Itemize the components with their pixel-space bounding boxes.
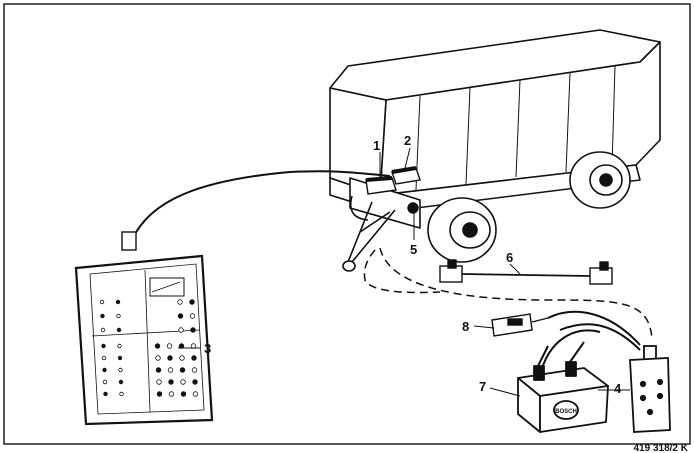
adapter-box xyxy=(629,345,671,433)
battery-leads xyxy=(539,310,641,377)
callout-3: 3 xyxy=(204,341,211,356)
tester-socket xyxy=(103,391,108,397)
tester-socket xyxy=(154,343,161,349)
tester-socket xyxy=(180,379,186,385)
connector-cable xyxy=(439,259,613,285)
tester-socket xyxy=(189,313,196,319)
tester-socket xyxy=(191,367,198,373)
callout-7: 7 xyxy=(479,379,486,394)
tester-socket xyxy=(119,391,124,397)
tester-socket xyxy=(156,391,163,397)
battery xyxy=(517,341,609,433)
tester-socket xyxy=(191,355,197,361)
tester-socket xyxy=(168,391,175,397)
dashed-harness xyxy=(379,247,653,341)
callout-6: 6 xyxy=(506,250,513,265)
tester-socket xyxy=(190,327,196,333)
tester-socket xyxy=(177,299,183,305)
tester-socket xyxy=(179,367,186,373)
tester-socket xyxy=(155,355,161,361)
tester-socket xyxy=(156,379,162,385)
tester-socket xyxy=(116,313,121,319)
tester-socket xyxy=(177,313,184,319)
tester-socket xyxy=(167,355,173,361)
tester-socket xyxy=(118,367,123,373)
tester-socket xyxy=(192,379,198,385)
tester-socket xyxy=(118,379,124,385)
tester-socket xyxy=(117,355,123,361)
leader-lines xyxy=(178,147,630,397)
figure-border xyxy=(3,3,691,445)
tester-socket xyxy=(178,327,184,333)
tester-socket xyxy=(179,355,185,361)
tester-socket xyxy=(180,391,187,397)
tester-socket xyxy=(100,327,106,333)
callout-5: 5 xyxy=(410,242,417,257)
tester-socket xyxy=(117,343,122,349)
test-probe xyxy=(491,313,549,337)
tester-socket xyxy=(99,299,105,305)
tester-socket xyxy=(189,299,195,305)
tester-socket xyxy=(102,379,108,385)
tester-cable xyxy=(131,170,391,241)
tester-socket xyxy=(100,313,105,319)
tester-socket xyxy=(155,367,162,373)
figure-number: 419 318/2 K xyxy=(634,443,689,453)
tester-socket xyxy=(168,379,174,385)
callout-2: 2 xyxy=(404,133,411,148)
callout-8: 8 xyxy=(462,319,469,334)
tester-socket xyxy=(192,391,199,397)
tester-socket xyxy=(167,367,174,373)
battery-brand-label: BOSCH xyxy=(555,409,577,415)
tester-socket xyxy=(102,367,107,373)
callout-4: 4 xyxy=(614,381,622,396)
callout-1: 1 xyxy=(373,138,380,153)
tester-socket xyxy=(101,343,106,349)
tester-socket xyxy=(101,355,107,361)
tester-socket xyxy=(115,299,121,305)
tester-socket xyxy=(116,327,122,333)
tester-socket xyxy=(166,343,173,349)
